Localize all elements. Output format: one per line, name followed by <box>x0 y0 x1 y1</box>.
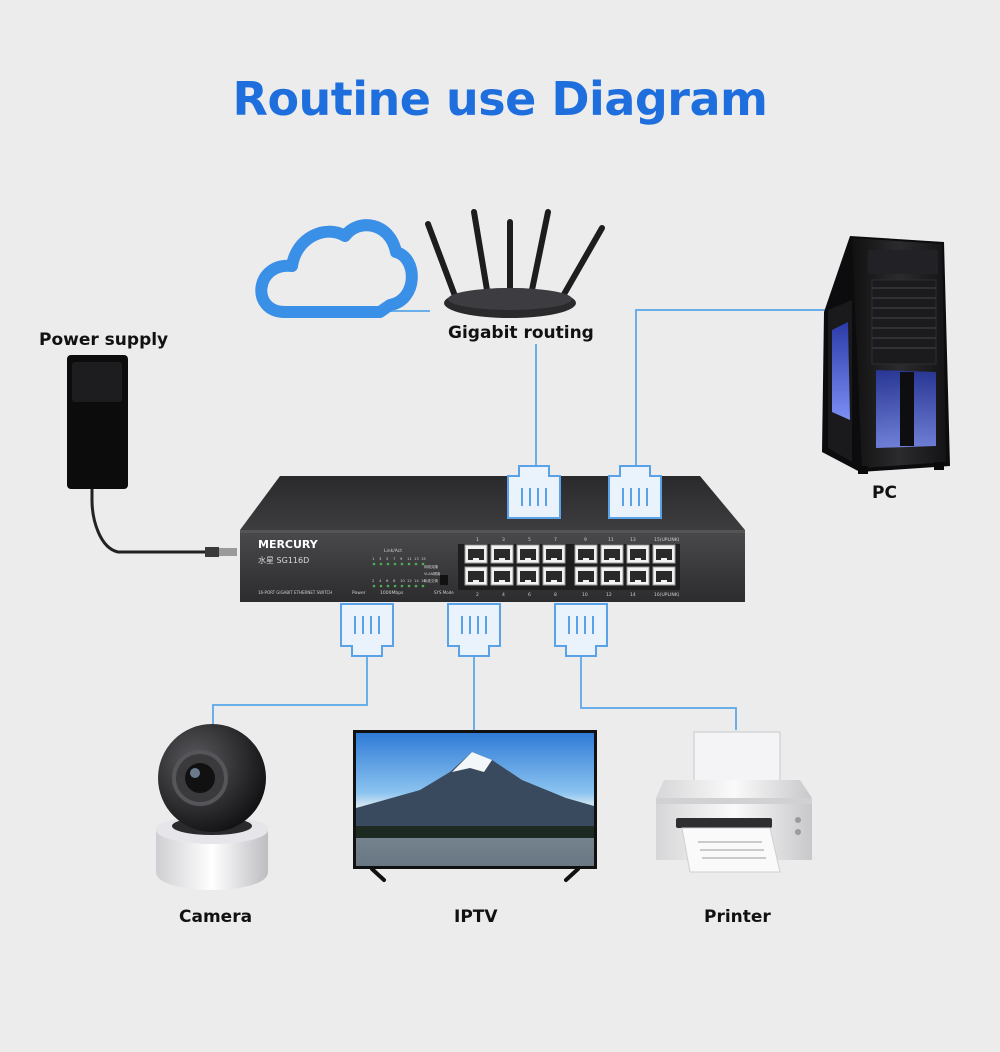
port-number: 13 <box>630 537 636 543</box>
led-number: 2 <box>372 578 375 583</box>
led-number: 11 <box>407 556 412 561</box>
camera-link-line <box>212 650 368 732</box>
switch-leds <box>372 562 425 588</box>
port-number: 7 <box>554 537 557 543</box>
port-number: 10 <box>582 592 588 598</box>
port-number: 12 <box>606 592 612 598</box>
led-number: 8 <box>393 578 396 583</box>
port-number: 5 <box>528 537 531 543</box>
page-title: Routine use Diagram <box>232 72 768 126</box>
switch-brand: MERCURY <box>258 538 319 551</box>
rj45-connector-icon <box>554 603 608 657</box>
connection-lines <box>212 309 830 732</box>
camera-label: Camera <box>179 907 253 927</box>
rj45-connector-icon <box>608 465 662 519</box>
port-number: 1 <box>476 537 479 543</box>
tv-icon <box>353 730 597 882</box>
rj45-connector-icon <box>507 465 561 519</box>
switch-mode-option: 网络克隆 <box>424 564 438 569</box>
camera-icon <box>156 724 268 890</box>
led-number: 6 <box>386 578 389 583</box>
led-number: 3 <box>379 556 382 561</box>
port-number: 8 <box>554 592 557 598</box>
led-number: 7 <box>393 556 396 561</box>
port-number: 11 <box>608 537 614 543</box>
port-number: 6 <box>528 592 531 598</box>
led-number: 5 <box>386 556 389 561</box>
led-number: 4 <box>379 578 382 583</box>
port-number: 3 <box>502 537 505 543</box>
gigabit-routing-label: Gigabit routing <box>448 323 594 343</box>
power-supply-label: Power supply <box>39 330 169 350</box>
led-number: 15 <box>421 556 426 561</box>
port-number: 14 <box>630 592 636 598</box>
pc-tower-icon <box>822 236 950 474</box>
led-number: 10 <box>400 578 405 583</box>
led-number: 14 <box>414 578 419 583</box>
port-number: 15(UPLINK) <box>654 537 680 543</box>
power-adapter-icon <box>67 355 237 557</box>
port-number: 4 <box>502 592 505 598</box>
iptv-label: IPTV <box>454 907 498 927</box>
port-number: 2 <box>476 592 479 598</box>
led-number: 12 <box>407 578 412 583</box>
printer-label: Printer <box>704 907 771 927</box>
rj45-connector-icon <box>340 603 394 657</box>
led-number: 9 <box>400 556 403 561</box>
switch-link-act: Link/Act <box>384 548 402 554</box>
switch-mode-option: 标准交换 <box>424 578 438 583</box>
pc-label: PC <box>872 483 897 503</box>
printer-link-line <box>580 650 737 730</box>
led-number: 16 <box>421 578 426 583</box>
switch-power-label: Power <box>352 590 366 596</box>
led-number: 13 <box>414 556 419 561</box>
switch-sys-mode: SYS Mode <box>434 590 454 595</box>
cloud-icon <box>255 219 418 318</box>
led-number: 1 <box>372 556 375 561</box>
pc-link-line <box>635 309 830 470</box>
port-number: 9 <box>584 537 587 543</box>
rj45-connector-icon <box>447 603 501 657</box>
switch-model: 水星 SG116D <box>258 555 309 565</box>
switch-speed-label: 1000Mbps <box>380 590 404 596</box>
switch-mode-option: VLAN隔离 <box>424 571 441 576</box>
switch-subtitle: 16-PORT GIGABIT ETHERNET SWITCH <box>258 590 332 595</box>
router-icon <box>425 209 605 318</box>
printer-icon <box>656 731 812 873</box>
port-number: 16(UPLINK) <box>654 592 680 598</box>
